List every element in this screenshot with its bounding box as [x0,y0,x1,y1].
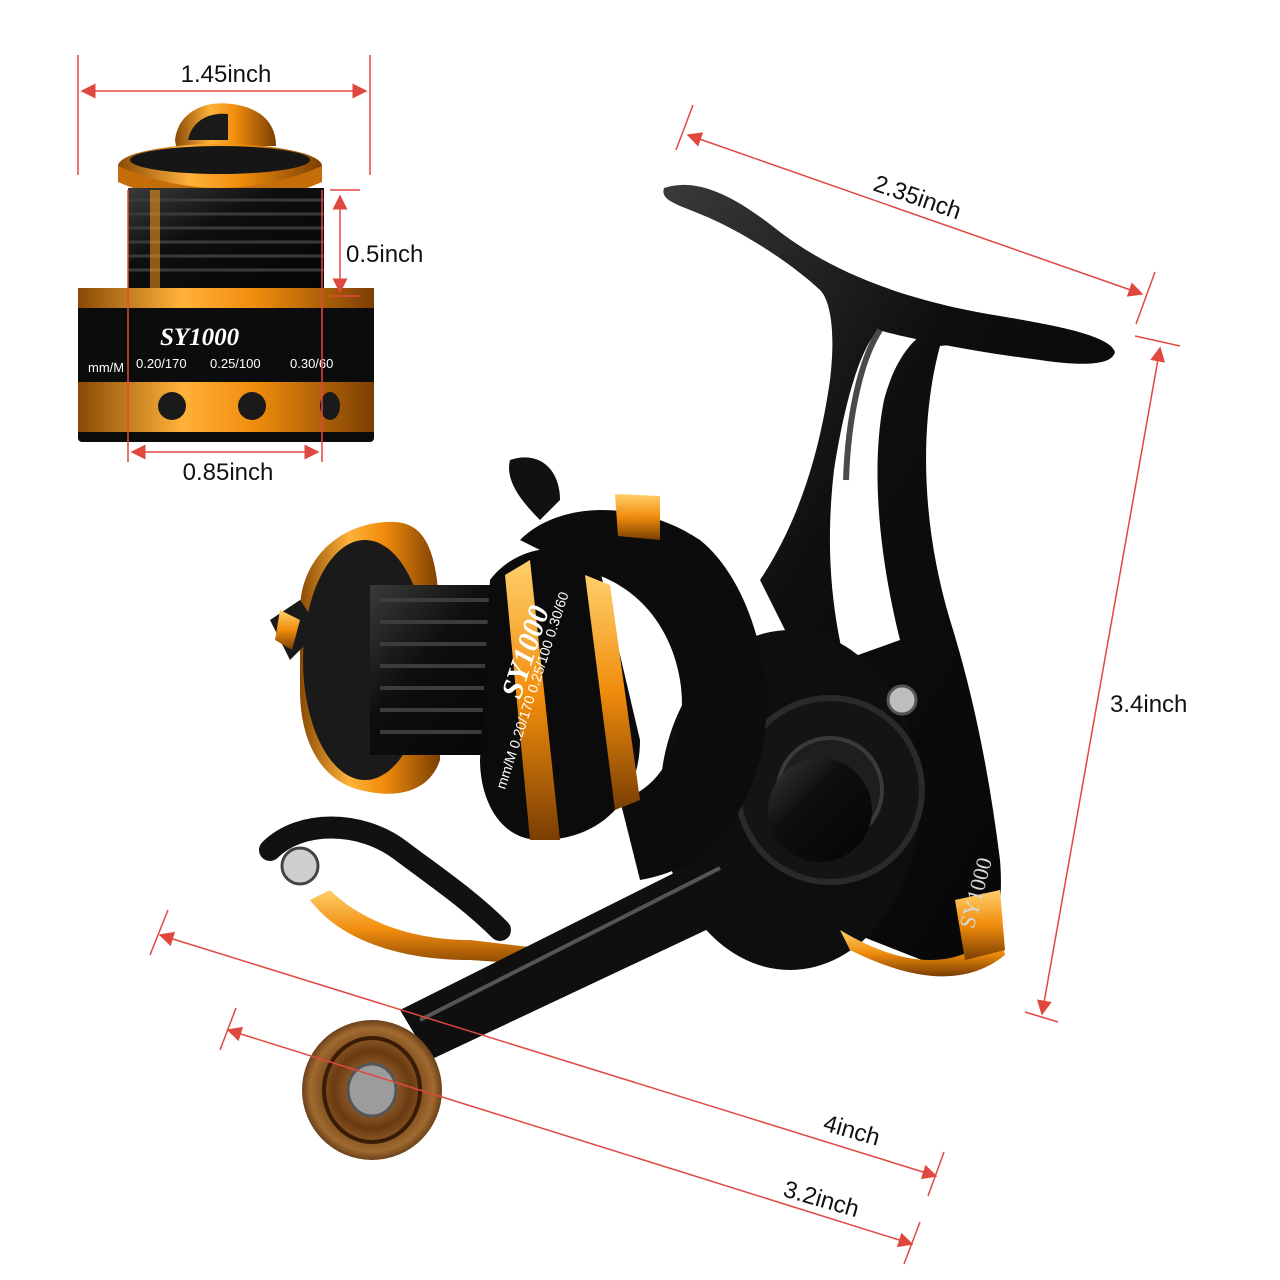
bail-screw-icon [280,846,320,886]
reel-skirt-holes [548,603,579,771]
dimension-lines [77,55,1181,1265]
spool-line-height-label: 0.5inch [346,241,423,268]
handle-length-label: 2.35inch [870,170,965,225]
skirt-holes [158,392,340,420]
spool-inner-width-label: 0.85inch [183,459,274,486]
spare-spool-image: SY1000 mm/M 0.20/170 0.25/100 0.30/60 [78,103,374,442]
spool-width-label: 1.45inch [181,61,272,88]
screw-icon [886,684,918,716]
spinning-reel-image: SY1000 [259,184,1115,1160]
spool-capacity-1: 0.20/170 [136,356,187,371]
spool-unit-text: mm/M [88,360,124,375]
reel-height-label: 3.4inch [1110,691,1187,718]
spool-capacity-3: 0.30/60 [290,356,333,371]
spool-brand-text: SY1000 [160,324,240,351]
spool-capacity-2: 0.25/100 [210,356,261,371]
arbor-grooves [128,198,324,272]
overall-length-label: 4inch [820,1110,883,1152]
